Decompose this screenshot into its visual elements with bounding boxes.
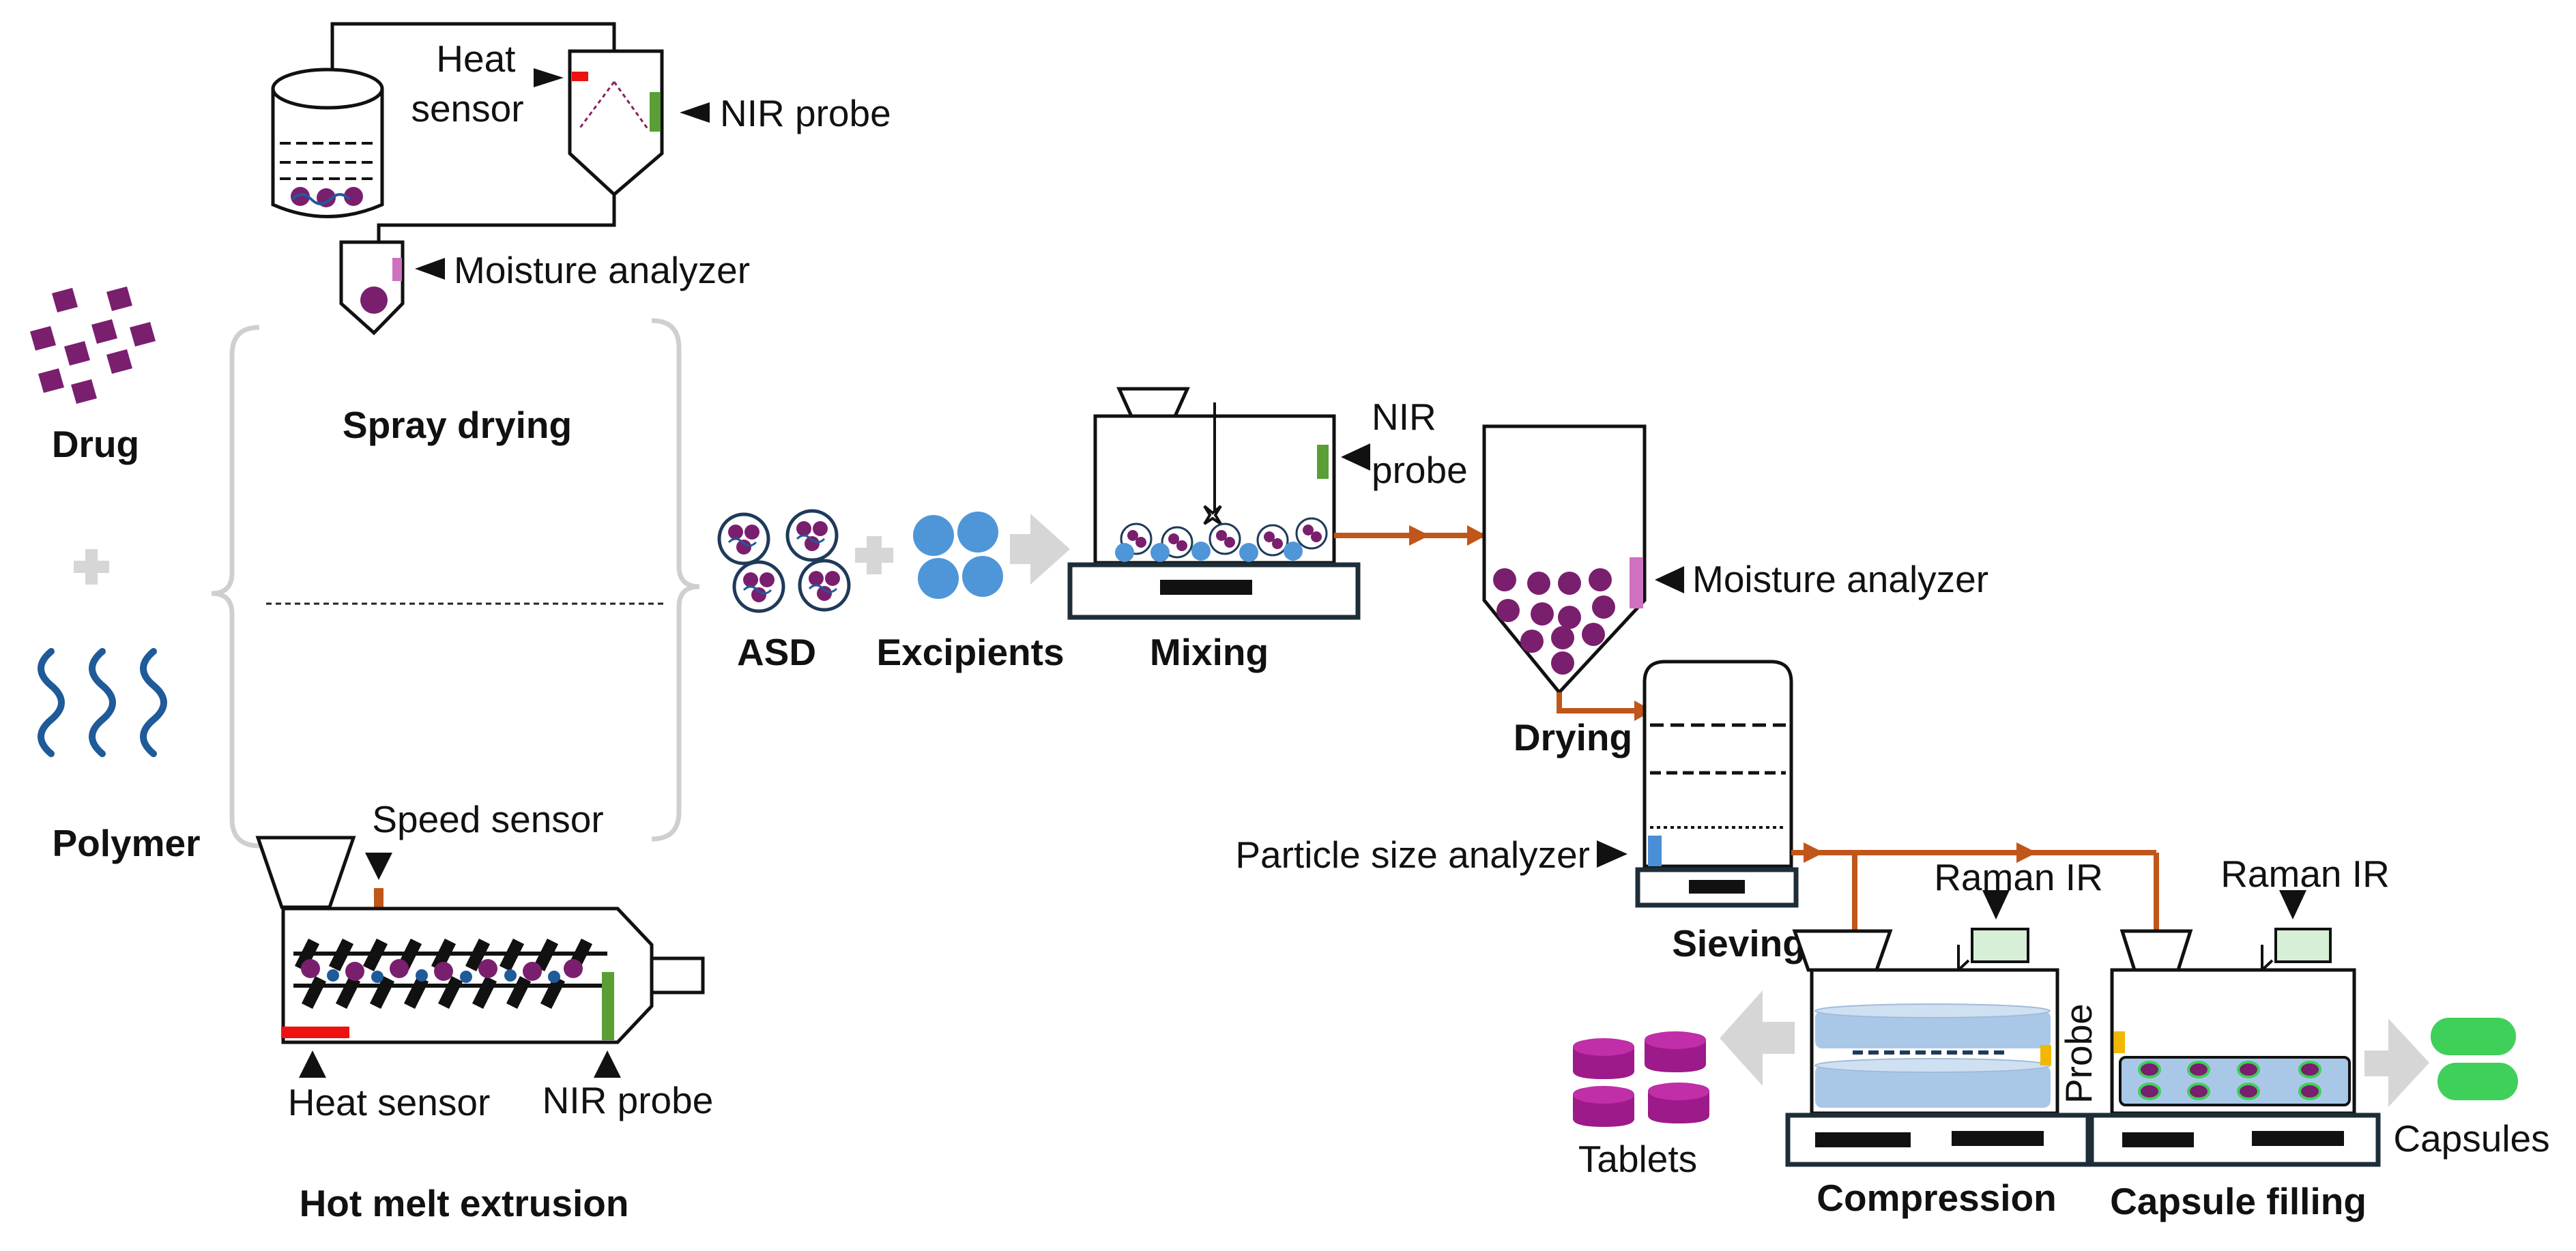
asd-icon — [717, 509, 851, 613]
spray-nir-probe-label: NIR probe — [720, 92, 891, 134]
spray-moisture-label: Moisture analyzer — [454, 249, 750, 291]
tablets-label: Tablets — [1578, 1138, 1697, 1180]
capsule-raman-label: Raman IR — [2220, 853, 2390, 895]
plus-icon — [74, 549, 109, 585]
heat-sensor-arrow — [534, 68, 564, 87]
mixer — [1067, 387, 1361, 620]
excipients-label: Excipients — [876, 631, 1064, 673]
chamber-to-collector-pipe — [377, 194, 616, 246]
capsule-raman-arrow — [2279, 890, 2306, 919]
to-mixing-arrow — [1010, 514, 1070, 585]
collector-vessel — [339, 240, 405, 336]
capsule-filling-title: Capsule filling — [2110, 1180, 2367, 1222]
compression-raman-ir-device — [1957, 928, 2029, 971]
capsule-filler — [2089, 929, 2381, 1167]
polymer-icon — [38, 648, 167, 757]
polymer-label: Polymer — [52, 822, 200, 864]
right-brace — [651, 318, 700, 842]
spray-heat-sensor-label: Heat sensor — [411, 38, 525, 130]
excipients-icon — [913, 512, 1003, 599]
spray-heat-line1: Heat — [436, 38, 515, 80]
mixing-nir-line2: probe — [1372, 449, 1468, 491]
tablets-icon — [1573, 1031, 1709, 1127]
mixing-nir-line1: NIR — [1372, 396, 1436, 438]
to-capsules-arrow — [2364, 1018, 2429, 1107]
extruder — [255, 836, 705, 1044]
to-tablets-arrow — [1720, 990, 1795, 1086]
plus-icon-2 — [855, 536, 893, 574]
flow-mix-arrow-end — [1467, 525, 1486, 546]
spray-drying-title: Spray drying — [343, 404, 572, 446]
speed-sensor-arrow — [365, 853, 392, 880]
drying-title: Drying — [1514, 716, 1632, 759]
spray-heat-line2: sensor — [411, 87, 523, 130]
hme-heat-sensor-label: Heat sensor — [288, 1081, 491, 1123]
sieve — [1635, 660, 1799, 908]
mixing-nir-arrow — [1341, 443, 1370, 471]
drying-chamber — [568, 49, 664, 197]
compression-probe-label: Probe — [2057, 1003, 2100, 1104]
hme-nir-arrow — [594, 1050, 621, 1078]
hme-heat-arrow — [299, 1050, 326, 1078]
moisture-analyzer-arrow — [415, 258, 445, 280]
tablet-press — [1785, 929, 2091, 1167]
compression-raman-arrow — [1982, 890, 2010, 919]
drug-label: Drug — [52, 423, 139, 465]
sieving-title: Sieving — [1672, 922, 1806, 965]
dryer-moisture-arrow — [1655, 566, 1684, 593]
nir-probe-arrow — [680, 102, 710, 123]
hme-nir-probe-label: NIR probe — [542, 1079, 714, 1121]
dryer-moisture-label: Moisture analyzer — [1692, 558, 1988, 600]
spray-dryer-feed-tank — [271, 68, 384, 218]
flow-sieve-arrow-1 — [1804, 842, 1824, 863]
flow-dry-to-sieve — [1557, 692, 1645, 713]
left-brace — [211, 325, 260, 849]
dryer — [1482, 424, 1647, 695]
drug-icon — [30, 286, 156, 404]
capsule-raman-ir-device — [2261, 928, 2332, 971]
hme-title: Hot melt extrusion — [300, 1182, 629, 1224]
flow-mix-arrow-mid — [1409, 525, 1430, 546]
compression-raman-label: Raman IR — [1934, 856, 2103, 898]
psa-label: Particle size analyzer — [1235, 834, 1590, 876]
flow-sieve-arrow-2 — [2016, 842, 2037, 863]
capsules-icon — [2431, 1018, 2518, 1100]
mixing-nir-probe-label: NIR probe — [1372, 396, 1468, 491]
capsules-label: Capsules — [2393, 1117, 2549, 1160]
asd-label: ASD — [737, 631, 816, 673]
mixing-title: Mixing — [1150, 631, 1269, 673]
speed-sensor-label: Speed sensor — [372, 798, 603, 840]
compression-title: Compression — [1817, 1177, 2056, 1219]
psa-arrow — [1597, 840, 1627, 868]
